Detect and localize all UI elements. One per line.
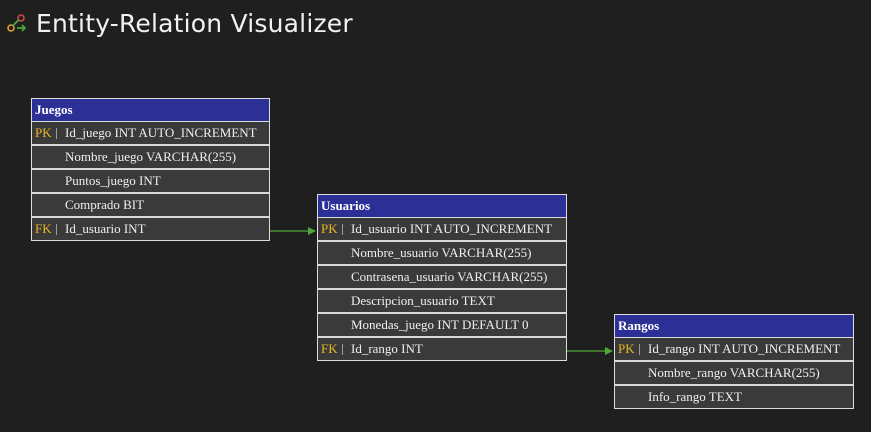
table-title: Juegos [32, 99, 269, 122]
app-title: Entity-Relation Visualizer [36, 8, 353, 38]
table-row: Info_rango TEXT [615, 384, 853, 408]
table-row: Comprado BIT [32, 192, 269, 216]
table-row: Puntos_juego INT [32, 168, 269, 192]
key-label: PK [321, 221, 338, 236]
table-row: Contrasena_usuario VARCHAR(255) [318, 264, 566, 288]
table-juegos[interactable]: Juegos PK Id_juego INT AUTO_INCREMENT Nom… [31, 98, 270, 241]
field-label: Id_rango INT AUTO_INCREMENT [648, 341, 841, 356]
table-row: FK Id_rango INT [318, 336, 566, 360]
key-divider [342, 224, 343, 235]
key-divider [56, 128, 57, 139]
field-label: Descripcion_usuario TEXT [351, 293, 495, 308]
field-label: Comprado BIT [65, 197, 145, 212]
table-row: Nombre_juego VARCHAR(255) [32, 144, 269, 168]
field-label: Puntos_juego INT [65, 173, 161, 188]
key-label: PK [35, 125, 52, 140]
field-label: Id_rango INT [351, 341, 423, 356]
field-label: Id_juego INT AUTO_INCREMENT [65, 125, 257, 140]
table-row: PK Id_juego INT AUTO_INCREMENT [32, 122, 269, 144]
table-row: Nombre_usuario VARCHAR(255) [318, 240, 566, 264]
table-row: Descripcion_usuario TEXT [318, 288, 566, 312]
key-label: FK [321, 341, 338, 356]
field-label: Monedas_juego INT DEFAULT 0 [351, 317, 529, 332]
field-label: Nombre_usuario VARCHAR(255) [351, 245, 532, 260]
key-divider [342, 344, 343, 355]
field-label: Id_usuario INT AUTO_INCREMENT [351, 221, 553, 236]
table-rangos[interactable]: Rangos PK Id_rango INT AUTO_INCREMENT Nom… [614, 314, 854, 409]
key-label: FK [35, 221, 52, 236]
key-label: PK [618, 341, 635, 356]
field-label: Info_rango TEXT [648, 389, 742, 404]
table-title: Usuarios [318, 195, 566, 218]
app-header: Entity-Relation Visualizer [6, 6, 353, 40]
table-row: PK Id_rango INT AUTO_INCREMENT [615, 338, 853, 360]
table-row: Monedas_juego INT DEFAULT 0 [318, 312, 566, 336]
field-label: Nombre_rango VARCHAR(255) [648, 365, 820, 380]
table-row: FK Id_usuario INT [32, 216, 269, 240]
key-divider [639, 344, 640, 355]
field-label: Contrasena_usuario VARCHAR(255) [351, 269, 548, 284]
key-divider [56, 224, 57, 235]
table-usuarios[interactable]: Usuarios PK Id_usuario INT AUTO_INCREMENT… [317, 194, 567, 361]
table-title: Rangos [615, 315, 853, 338]
table-row: Nombre_rango VARCHAR(255) [615, 360, 853, 384]
table-row: PK Id_usuario INT AUTO_INCREMENT [318, 218, 566, 240]
field-label: Id_usuario INT [65, 221, 146, 236]
field-label: Nombre_juego VARCHAR(255) [65, 149, 237, 164]
app-logo-icon [7, 14, 27, 32]
